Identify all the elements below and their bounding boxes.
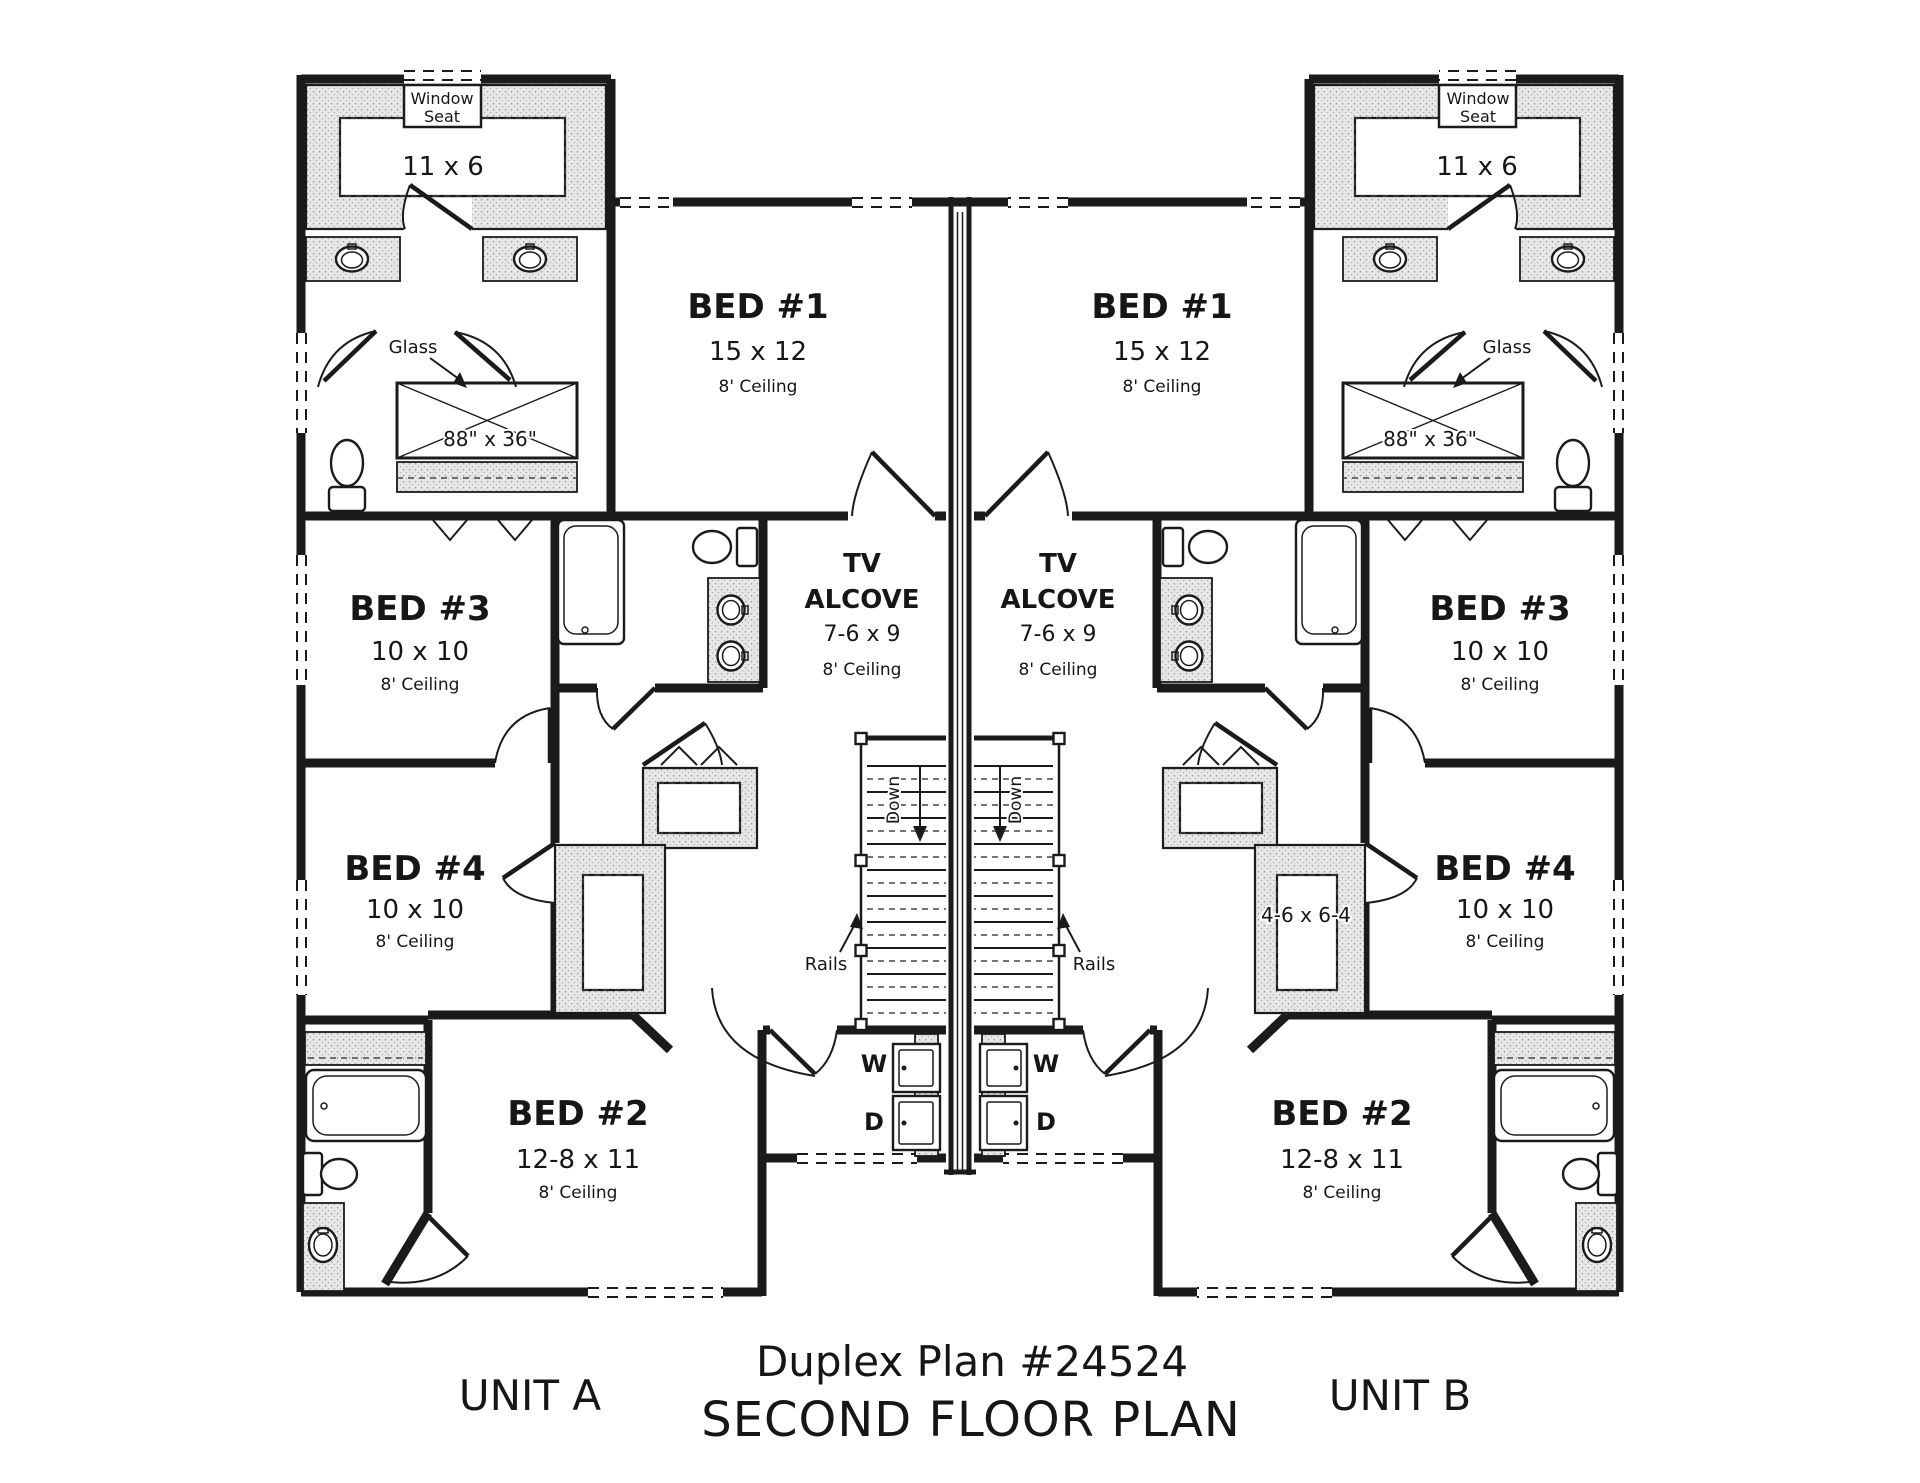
unit-walls	[296, 74, 950, 1297]
title-block: Duplex Plan #24524 SECOND FLOOR PLAN UNI…	[457, 1335, 1473, 1450]
bed1-name: BED #1	[1091, 287, 1232, 327]
sheet-title: SECOND FLOOR PLAN	[701, 1392, 1241, 1448]
sink-icon	[716, 594, 746, 626]
bed4-ceiling: 8' Ceiling	[1466, 932, 1545, 952]
tv-alcove-size: 7-6 x 9	[1020, 622, 1097, 647]
down-label: Down	[884, 776, 904, 824]
stairs	[839, 731, 950, 1032]
bed2-bath	[301, 1031, 470, 1292]
tv-alcove-size: 7-6 x 9	[824, 622, 901, 647]
dryer-label: D	[1036, 1108, 1056, 1136]
toilet-icon	[301, 1151, 324, 1197]
washer-label: W	[861, 1050, 887, 1078]
hall-bath	[556, 518, 761, 731]
master-vanity-left	[305, 236, 401, 282]
bed1-size: 15 x 12	[1113, 337, 1211, 367]
unit-b-label: UNIT B	[1329, 1371, 1471, 1420]
sink-icon	[716, 640, 746, 672]
laundry-closet	[891, 1033, 942, 1157]
bed1-ceiling: 8' Ceiling	[1123, 377, 1202, 397]
bed4-size: 10 x 10	[366, 895, 464, 925]
bed4-ceiling: 8' Ceiling	[376, 932, 455, 952]
party-wall	[938, 197, 982, 1175]
window-seat	[402, 83, 483, 129]
glass-label: Glass	[389, 337, 438, 358]
window-seat-label: Seat	[424, 107, 460, 126]
bed4-name: BED #4	[1434, 849, 1575, 889]
tv-alcove-name: ALCOVE	[804, 585, 919, 615]
master-vanity-right	[482, 236, 578, 282]
bathtub-icon	[556, 518, 626, 646]
bed3-name: BED #3	[1429, 589, 1570, 629]
master-closet-size: 11 x 6	[402, 152, 484, 182]
shower-size: 88" x 36"	[443, 427, 537, 451]
unit-a-label: UNIT A	[459, 1371, 602, 1420]
dryer-label: D	[864, 1108, 884, 1136]
door-chevrons	[432, 519, 533, 542]
bed2-name: BED #2	[507, 1094, 648, 1134]
bed1-door	[851, 450, 937, 518]
tv-alcove-name: TV	[843, 549, 881, 579]
bed1-name: BED #1	[687, 287, 828, 327]
master-closet-size: 11 x 6	[1436, 152, 1518, 182]
glass-label: Glass	[1483, 337, 1532, 358]
master-shower	[395, 357, 579, 493]
window-seat-label: Window	[410, 89, 473, 108]
bed3-size: 10 x 10	[1451, 637, 1549, 667]
bed2-entry-doors	[711, 987, 838, 1077]
tv-alcove-name: TV	[1039, 549, 1077, 579]
hall-closet	[553, 843, 667, 1015]
rails-label: Rails	[805, 954, 848, 975]
toilet-icon	[735, 526, 759, 568]
master-bath-doors	[317, 329, 517, 388]
bed3-size: 10 x 10	[371, 637, 469, 667]
shower-size: 88" x 36"	[1383, 427, 1477, 451]
tv-alcove-ceiling: 8' Ceiling	[823, 660, 902, 680]
down-label: Down	[1006, 776, 1026, 824]
hall-closet-size: 4-6 x 6-4	[1261, 903, 1351, 927]
plan-number-title: Duplex Plan #24524	[756, 1337, 1188, 1386]
hall-linen-closet	[641, 745, 759, 850]
rails-label: Rails	[1073, 954, 1116, 975]
bed4-name: BED #4	[344, 849, 485, 889]
bathtub-icon	[304, 1068, 428, 1143]
bed3-ceiling: 8' Ceiling	[381, 675, 460, 695]
hall-door	[641, 721, 723, 767]
labels-unit-b: Window Seat 11 x 6 Glass 88" x 36" BED #…	[998, 87, 1577, 1205]
master-toilet	[327, 438, 367, 513]
bed1-ceiling: 8' Ceiling	[719, 377, 798, 397]
unit-a-geometry	[296, 70, 950, 1298]
bed2-size: 12-8 x 11	[516, 1145, 640, 1175]
tv-alcove-name: ALCOVE	[1000, 585, 1115, 615]
window-seat-label: Window	[1446, 89, 1509, 108]
bed3-door	[494, 707, 553, 764]
window-symbols	[296, 70, 917, 1298]
dryer-icon	[891, 1094, 942, 1152]
bed2-name: BED #2	[1271, 1094, 1412, 1134]
bed4-door	[501, 841, 557, 904]
master-closet	[304, 83, 608, 232]
labels-unit-a: Window Seat 11 x 6 Glass 88" x 36" BED #…	[342, 87, 921, 1205]
tv-alcove-ceiling: 8' Ceiling	[1019, 660, 1098, 680]
bed2-size: 12-8 x 11	[1280, 1145, 1404, 1175]
bed4-size: 10 x 10	[1456, 895, 1554, 925]
bed2-ceiling: 8' Ceiling	[1303, 1183, 1382, 1203]
window-seat-label: Seat	[1460, 107, 1496, 126]
bed1-size: 15 x 12	[709, 337, 807, 367]
washer-label: W	[1033, 1050, 1059, 1078]
washer-icon	[891, 1042, 942, 1094]
bed2-ceiling: 8' Ceiling	[539, 1183, 618, 1203]
bed3-ceiling: 8' Ceiling	[1461, 675, 1540, 695]
bed3-name: BED #3	[349, 589, 490, 629]
